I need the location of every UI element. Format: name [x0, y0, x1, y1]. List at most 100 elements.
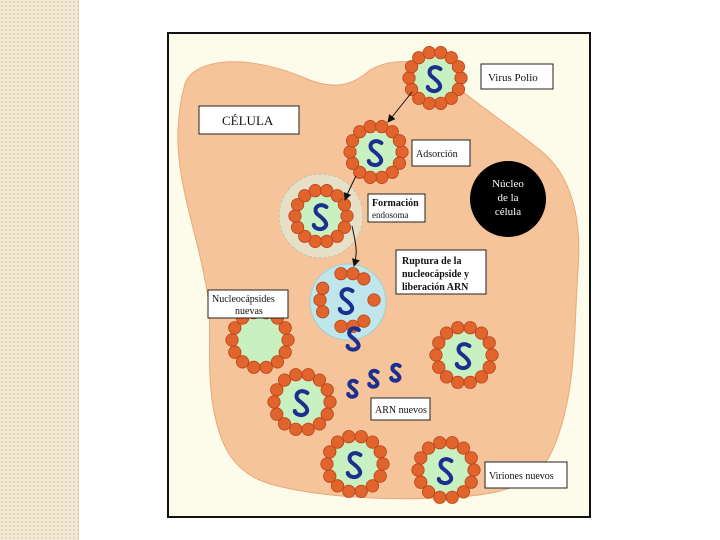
- capsid-subunit: [320, 407, 334, 421]
- capsid-subunit: [323, 469, 337, 483]
- capsid-subunit: [375, 170, 389, 184]
- capsid-subunit: [289, 422, 303, 436]
- capsid-subunit: [354, 430, 368, 444]
- capsid-subunit: [432, 336, 446, 350]
- capsid-subunit: [353, 165, 367, 179]
- capsid-subunit: [482, 360, 496, 374]
- capsid-subunit: [278, 321, 292, 335]
- label-celula: CÉLULA: [198, 105, 300, 135]
- capsid-subunit: [330, 435, 345, 449]
- virion-rupturing: [313, 267, 381, 333]
- capsid-subunit: [323, 395, 337, 409]
- rna-strand: [454, 342, 472, 371]
- capsid-subunit: [451, 60, 466, 74]
- capsid-subunit: [357, 314, 371, 328]
- capsid-subunit: [467, 463, 481, 477]
- capsid-subunit: [421, 485, 436, 499]
- capsid-subunit: [228, 345, 242, 359]
- arrow-adsorption-to-endosome: [343, 175, 357, 201]
- label-viriones-nuevos: Viriones nuevos: [484, 461, 568, 489]
- capsid-subunit: [429, 348, 443, 362]
- capsid-subunit: [225, 333, 239, 347]
- capsid-subunit: [454, 71, 468, 85]
- capsid-subunit: [301, 368, 315, 382]
- capsid-subunit: [345, 156, 360, 170]
- capsid-subunit: [323, 445, 337, 459]
- capsid-subunit: [445, 436, 459, 450]
- virion-endosome: [288, 184, 354, 248]
- rna-strand: [337, 287, 355, 316]
- capsid-subunit: [289, 368, 303, 382]
- nucleus-label-line3: célula: [495, 206, 521, 218]
- capsid-subunit: [376, 457, 390, 471]
- capsid-subunit: [373, 469, 387, 483]
- capsid-subunit: [451, 321, 465, 335]
- new-nucleocapsid-filling: [429, 321, 499, 389]
- capsid-subunit: [267, 395, 281, 409]
- capsid-subunit: [456, 441, 471, 455]
- capsid-subunit: [337, 220, 352, 234]
- capsid-subunit: [298, 229, 312, 243]
- label-virus-polio: Virus Polio: [480, 63, 554, 90]
- capsid-subunit: [270, 355, 285, 369]
- capsid-subunit: [313, 293, 327, 307]
- capsid-subunit: [277, 373, 292, 387]
- capsid-subunit: [392, 156, 407, 170]
- capsid-subunit: [451, 375, 465, 389]
- label-ruptura: Ruptura de la nucleocápside y liberación…: [395, 249, 487, 295]
- capsid-subunit: [320, 383, 334, 397]
- free-rna-strand: [367, 368, 380, 389]
- capsid-subunit: [235, 355, 250, 369]
- svg-text:Virus Polio: Virus Polio: [488, 72, 538, 84]
- capsid-subunit: [270, 383, 284, 397]
- new-virion-1: [320, 430, 390, 498]
- svg-text:Viriones nuevos: Viriones nuevos: [489, 471, 554, 482]
- capsid-subunit: [414, 475, 428, 489]
- capsid-subunit: [288, 209, 302, 223]
- capsid-subunit: [247, 360, 261, 374]
- rna-strand: [425, 65, 443, 94]
- free-rna-strand: [389, 362, 402, 383]
- label-nucleocapsides-nuevas: Nucleocápsides nuevas: [207, 289, 289, 319]
- rna-strand: [345, 451, 363, 480]
- capsid-subunit: [320, 234, 334, 248]
- free-rna-strand: [345, 326, 361, 352]
- capsid-subunit: [365, 435, 380, 449]
- label-adsorcion: Adsorción: [411, 139, 471, 167]
- capsid-subunit: [411, 463, 425, 477]
- new-virion-2: [411, 436, 481, 504]
- capsid-subunit: [463, 321, 477, 335]
- capsid-subunit: [316, 281, 330, 295]
- capsid-subunit: [392, 134, 407, 148]
- svg-text:Nucleocápsides: Nucleocápsides: [212, 294, 275, 305]
- capsid-subunit: [357, 272, 371, 286]
- capsid-subunit: [337, 198, 352, 212]
- capsid-subunit: [404, 82, 419, 96]
- capsid-subunit: [259, 360, 273, 374]
- capsid-subunit: [340, 209, 354, 223]
- capsid-subunit: [433, 490, 447, 504]
- capsid-subunit: [365, 479, 380, 493]
- new-nucleocapsid-assembling: [267, 368, 337, 436]
- capsid-subunit: [277, 417, 292, 431]
- capsid-subunit: [474, 326, 489, 340]
- svg-text:Ruptura de la: Ruptura de la: [402, 256, 461, 267]
- capsid-subunit: [354, 484, 368, 498]
- capsid-subunit: [456, 485, 471, 499]
- capsid-subunit: [228, 321, 242, 335]
- capsid-subunit: [464, 451, 478, 465]
- capsid-subunit: [312, 417, 327, 431]
- svg-text:Formación: Formación: [372, 198, 419, 209]
- capsid-subunit: [463, 375, 477, 389]
- capsid-subunit: [345, 134, 360, 148]
- capsid-subunit: [414, 451, 428, 465]
- rna-strand: [366, 139, 384, 168]
- capsid-subunit: [346, 267, 360, 281]
- capsid-subunit: [301, 422, 315, 436]
- capsid-subunit: [281, 333, 295, 347]
- nucleus-label-line2: de la: [497, 192, 518, 204]
- capsid-subunit: [270, 407, 284, 421]
- capsid-subunit: [330, 479, 345, 493]
- decorative-side-strip: [0, 0, 79, 540]
- capsid-subunit: [343, 145, 357, 159]
